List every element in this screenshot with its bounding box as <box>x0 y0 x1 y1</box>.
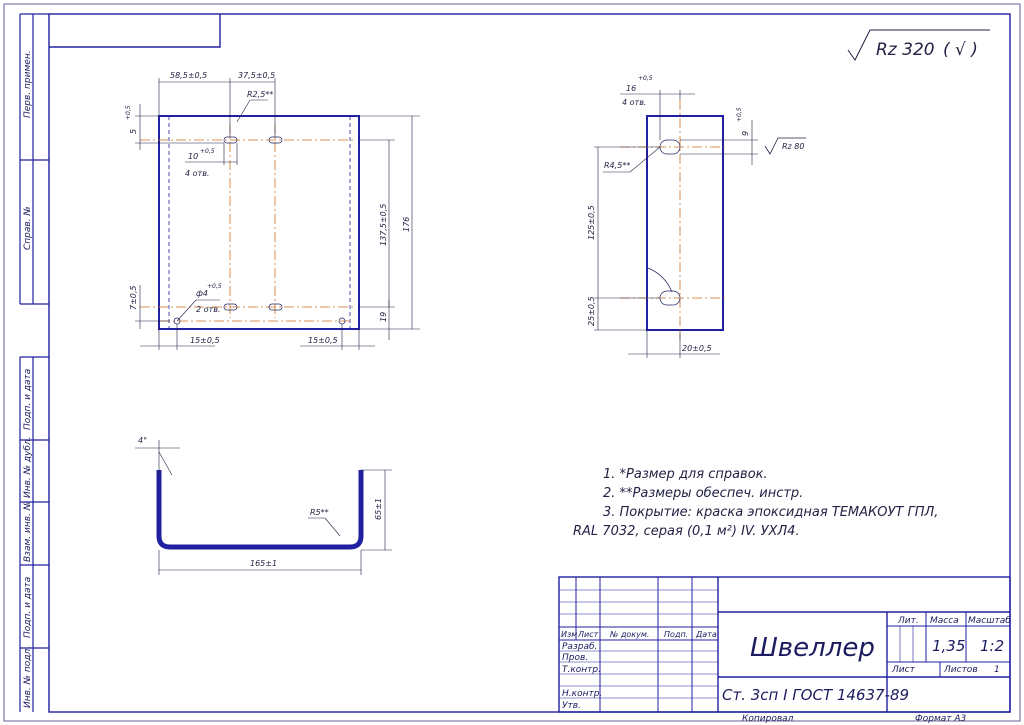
side-dim-20: 20±0,5 <box>682 344 712 353</box>
hdr-date: Дата <box>695 630 717 639</box>
dim-bottom-right: 15±0,5 <box>308 336 338 345</box>
hole-tol: +0,5 <box>207 283 222 290</box>
front-view: 58,5±0,5 37,5±0,5 R2,5** 10 +0,5 4 отв. … <box>125 71 420 350</box>
sheets-label: Листов <box>943 665 978 675</box>
slot-width: 10 <box>188 152 198 161</box>
slot-top-left <box>223 136 238 144</box>
slot-width-tol: +0,5 <box>200 148 215 155</box>
slot-bottom-left <box>223 303 238 311</box>
front-outline <box>158 115 360 330</box>
side-dim-16-tol: +0,5 <box>638 75 653 82</box>
copied-label: Копировал <box>742 714 794 724</box>
roughness-mark: Rz 320 ( √ ) <box>847 29 990 61</box>
technical-notes: 1. *Размер для справок. 2. **Размеры обе… <box>573 467 938 539</box>
dim-bottom-left: 15±0,5 <box>190 336 220 345</box>
scale-label: Масштаб <box>968 616 1011 626</box>
side-dim-9-tol: +0,5 <box>736 107 743 122</box>
hdr-izm: Изм <box>561 630 577 639</box>
dim-176: 176 <box>402 217 411 232</box>
hole-dia: ф4 <box>196 289 208 298</box>
roughness-main-text: Rz 320 <box>876 40 935 60</box>
strip-label-dubl: Инв. № дубл. <box>23 436 33 498</box>
hole-count: 2 отв. <box>196 305 220 314</box>
dim-left-5: 5 <box>129 129 138 134</box>
format-label: Формат А3 <box>915 714 967 724</box>
side-dim-9: 9 <box>741 131 750 136</box>
roughness-paren-text: ( √ ) <box>943 40 978 60</box>
title-block: Изм Лист № докум. Подп. Дата Разраб. Про… <box>558 576 1011 713</box>
note-2: 2. **Размеры обеспеч. инстр. <box>603 486 803 501</box>
slot-bottom-right <box>268 303 283 311</box>
strip-label-vzam: Взам. инв. № <box>23 501 33 562</box>
role-tkontr: Т.контр. <box>562 665 601 675</box>
radius-r25: R2,5** <box>247 90 273 99</box>
strip-label-podp2: Подп. и дата <box>23 577 33 638</box>
side-view: 16 +0,5 4 отв. 9 +0,5 Rz 80 R4,5** 125±0… <box>587 75 806 358</box>
hdr-list: Лист <box>577 630 599 639</box>
slot-top-right <box>268 136 283 144</box>
section-radius: R5** <box>310 508 329 517</box>
section-width: 165±1 <box>250 559 277 568</box>
dim-left-7: 7±0,5 <box>129 285 138 310</box>
lit-label: Лит. <box>897 616 919 626</box>
role-utv: Утв. <box>562 701 581 711</box>
scale-value: 1:2 <box>980 637 1004 655</box>
outer-frame <box>3 3 1021 722</box>
strip-label-sprav: Справ. № <box>23 206 33 250</box>
note-4: RAL 7032, серая (0,1 м²) IV. УХЛ4. <box>573 524 800 539</box>
hdr-doc: № докум. <box>609 630 649 639</box>
part-title: Швеллер <box>750 633 875 663</box>
dim-37: 37,5±0,5 <box>238 71 275 80</box>
dim-58: 58,5±0,5 <box>170 71 207 80</box>
section-angle: 4° <box>138 436 147 445</box>
note-1: 1. *Размер для справок. <box>603 467 768 482</box>
section-height: 65±1 <box>374 498 383 520</box>
side-dim-25: 25±0,5 <box>587 296 596 326</box>
role-razrab: Разраб. <box>562 642 597 652</box>
channel-profile <box>156 470 364 550</box>
strip-label-podp1: Подп. и дата <box>23 369 33 430</box>
mass-label: Масса <box>930 616 959 626</box>
part-material: Ст. 3сп I ГОСТ 14637-89 <box>722 686 909 704</box>
dim-19: 19 <box>379 312 388 322</box>
dim-137: 137,5±0,5 <box>379 204 388 246</box>
side-dim-125: 125±0,5 <box>587 205 596 240</box>
note-3: 3. Покрытие: краска эпоксидная ТЕМАКОУТ … <box>603 505 938 520</box>
hdr-podp: Подп. <box>664 630 688 639</box>
section-view: 4° R5** 65±1 165±1 <box>135 436 392 575</box>
side-roughness: Rz 80 <box>782 142 804 151</box>
inner-border <box>48 13 1011 713</box>
sheet-label: Лист <box>891 665 916 675</box>
top-left-box <box>49 14 221 48</box>
side-dim-16: 16 <box>626 84 636 93</box>
sheets-value: 1 <box>994 665 1000 675</box>
mass-value: 1,35 <box>932 637 965 655</box>
slot-count: 4 отв. <box>185 169 209 178</box>
role-nkontr: Н.контр. <box>562 689 602 699</box>
side-outline <box>646 115 724 331</box>
left-strip: Перв. примен. Справ. № Подп. и дата Инв.… <box>19 13 49 712</box>
dim-left-5-tol: +0,5 <box>125 105 132 120</box>
strip-label-perv: Перв. примен. <box>23 50 33 118</box>
strip-label-inv: Инв. № подл. <box>23 646 33 708</box>
side-count: 4 отв. <box>622 98 646 107</box>
side-radius: R4,5** <box>604 161 630 170</box>
role-prov: Пров. <box>562 653 588 663</box>
